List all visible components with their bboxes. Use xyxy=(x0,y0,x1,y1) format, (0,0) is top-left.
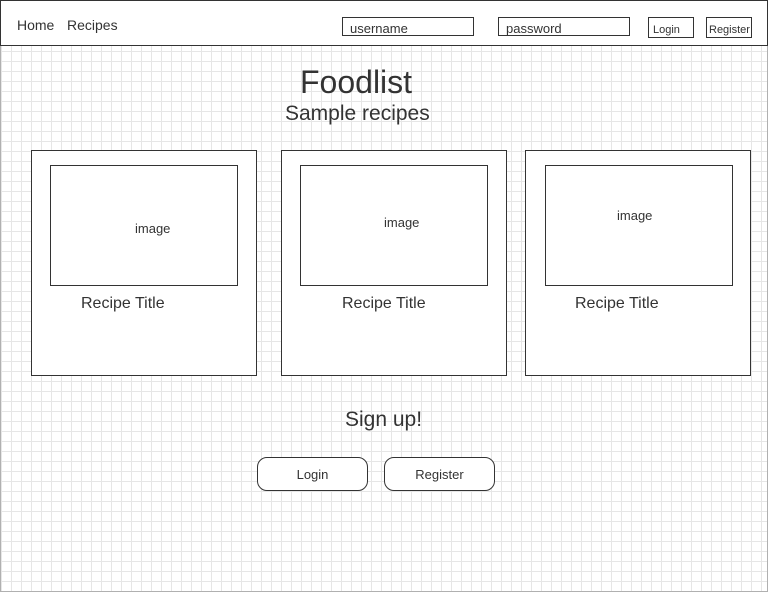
recipe-title[interactable]: Recipe Title xyxy=(575,295,659,312)
nav-register-button[interactable]: Register xyxy=(706,17,752,38)
recipe-image-placeholder: image xyxy=(545,165,733,286)
password-input[interactable] xyxy=(498,17,630,36)
recipe-title[interactable]: Recipe Title xyxy=(342,295,426,312)
recipe-image-placeholder: image xyxy=(300,165,488,286)
recipe-title[interactable]: Recipe Title xyxy=(81,295,165,312)
image-label: image xyxy=(384,215,420,230)
signup-login-button[interactable]: Login xyxy=(257,457,368,491)
username-input[interactable] xyxy=(342,17,474,36)
nav-recipes-link[interactable]: Recipes xyxy=(67,17,118,33)
recipe-card-1[interactable]: image Recipe Title xyxy=(31,150,257,376)
top-navbar: Home Recipes Login Register xyxy=(0,0,768,46)
recipe-card-2[interactable]: image Recipe Title xyxy=(281,150,507,376)
nav-login-button[interactable]: Login xyxy=(648,17,694,38)
recipe-image-placeholder: image xyxy=(50,165,238,286)
image-label: image xyxy=(617,208,653,223)
page-subtitle: Sample recipes xyxy=(285,102,430,125)
nav-home-link[interactable]: Home xyxy=(17,17,55,33)
page-title: Foodlist xyxy=(300,64,413,100)
signup-register-button[interactable]: Register xyxy=(384,457,495,491)
signup-heading: Sign up! xyxy=(345,408,423,431)
recipe-card-3[interactable]: image Recipe Title xyxy=(525,150,751,376)
image-label: image xyxy=(135,221,171,236)
